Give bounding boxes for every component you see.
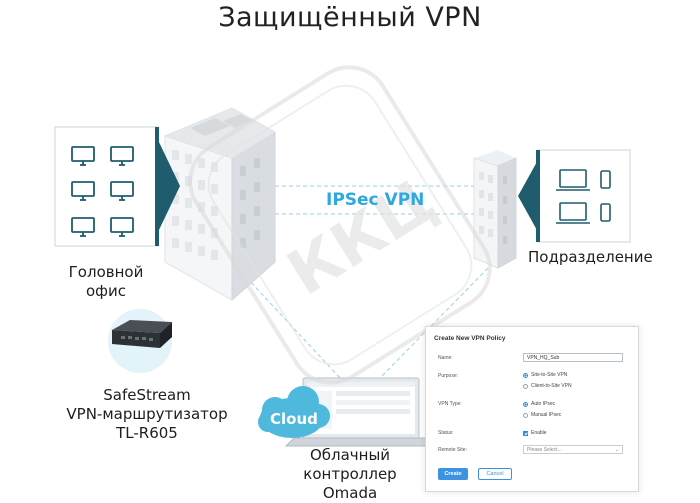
hq-caption-line1: Головной xyxy=(68,263,144,281)
router-caption: SafeStream VPN-маршрутизатор TL-R605 xyxy=(58,386,236,443)
remote-site-select[interactable]: Please Select... ⌄ xyxy=(523,445,623,454)
link-hq-controller xyxy=(231,261,341,379)
radio-unselected-icon xyxy=(523,412,528,418)
status-label: Status: xyxy=(438,430,454,436)
cloud-icon xyxy=(258,386,330,438)
controller-caption-line2: контроллер xyxy=(303,465,397,483)
branch-caption: Подразделение xyxy=(528,248,653,266)
vpn-type-option-manual[interactable]: Manual IPsec xyxy=(523,412,561,418)
vpn-type-option-auto-label: Auto IPsec xyxy=(531,401,556,407)
router-caption-line3: TL-R605 xyxy=(116,424,178,442)
purpose-label: Purpose: xyxy=(438,373,459,379)
router-caption-line2: VPN-маршрутизатор xyxy=(66,405,228,423)
purpose-option-client-to-site-label: Client-to-Site VPN xyxy=(531,383,572,389)
cancel-button[interactable]: Cancel xyxy=(478,468,512,480)
cloud-label: Cloud xyxy=(270,410,318,428)
hq-device-panel xyxy=(54,126,180,247)
purpose-option-client-to-site[interactable]: Client-to-Site VPN xyxy=(523,383,572,389)
controller-caption-line1: Облачный xyxy=(309,446,391,464)
radio-selected-icon xyxy=(523,401,528,407)
chevron-down-icon: ⌄ xyxy=(614,447,619,453)
watermark-stamp xyxy=(188,65,492,385)
router-device xyxy=(108,309,172,373)
desktop-icons xyxy=(71,146,134,237)
radio-selected-icon xyxy=(523,372,528,378)
branch-device-panel xyxy=(518,149,631,243)
hq-caption: Головной офис xyxy=(56,263,156,301)
controller-caption-line3: Omada xyxy=(322,484,378,502)
remote-site-label: Remote Site: xyxy=(438,447,467,453)
checkbox-checked-icon xyxy=(523,430,528,436)
link-branch-controller xyxy=(381,267,489,377)
hq-building xyxy=(163,107,276,302)
page-title: Защищённый VPN xyxy=(218,2,482,33)
laptop-phone-icons xyxy=(556,169,611,224)
status-enable-label: Enable xyxy=(531,430,547,436)
branch-building xyxy=(473,150,517,269)
policy-panel-title: Create New VPN Policy xyxy=(434,335,506,342)
ipsec-vpn-label: IPSec VPN xyxy=(326,190,425,210)
vpn-type-label: VPN Type: xyxy=(438,401,462,407)
purpose-option-site-to-site-label: Site-to-Site VPN xyxy=(531,372,568,378)
vpn-type-option-auto[interactable]: Auto IPsec xyxy=(523,401,555,407)
hq-caption-line2: офис xyxy=(86,282,126,300)
radio-unselected-icon xyxy=(523,383,528,389)
controller-caption: Облачный контроллер Omada xyxy=(296,446,404,503)
vpn-type-option-manual-label: Manual IPsec xyxy=(531,412,562,418)
remote-site-placeholder: Please Select... xyxy=(527,447,562,453)
name-label: Name: xyxy=(438,355,453,361)
vpn-policy-panel: Create New VPN Policy Name: VPN_HQ_Sub P… xyxy=(425,326,639,492)
name-input[interactable]: VPN_HQ_Sub xyxy=(523,353,623,362)
purpose-option-site-to-site[interactable]: Site-to-Site VPN xyxy=(523,372,567,378)
router-caption-line1: SafeStream xyxy=(103,386,191,404)
create-button[interactable]: Create xyxy=(438,468,468,480)
status-enable-checkbox[interactable]: Enable xyxy=(523,430,547,436)
